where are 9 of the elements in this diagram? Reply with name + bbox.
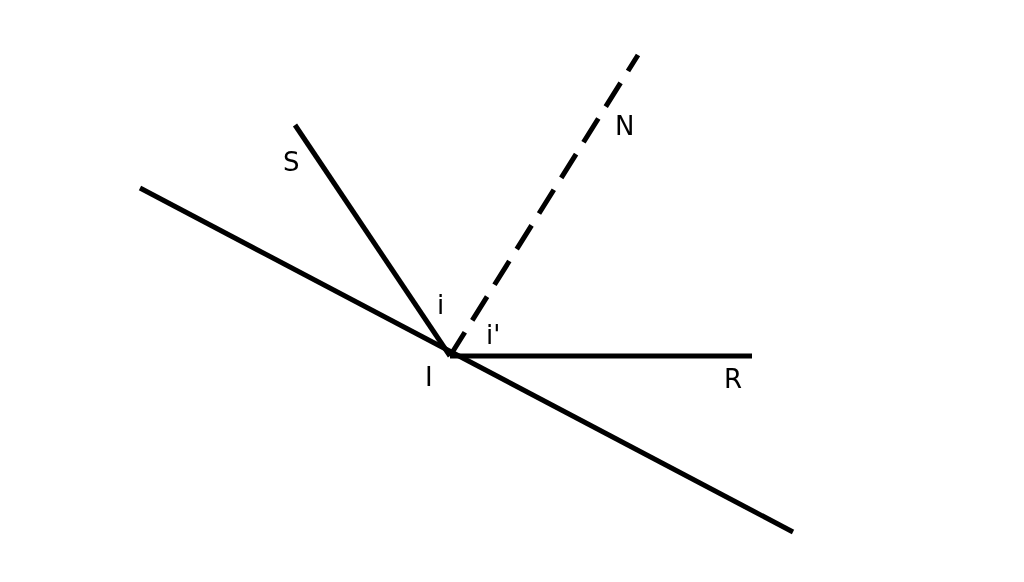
angle-label: i (437, 292, 445, 318)
point-label: S (283, 149, 300, 175)
dashed-normal-line (447, 53, 641, 358)
point-label: I (425, 364, 433, 390)
point-label: R (724, 366, 743, 392)
angle-label: i' (486, 322, 501, 348)
point-label: N (615, 113, 635, 139)
ray-line (292, 123, 453, 358)
ray-line (450, 353, 752, 359)
